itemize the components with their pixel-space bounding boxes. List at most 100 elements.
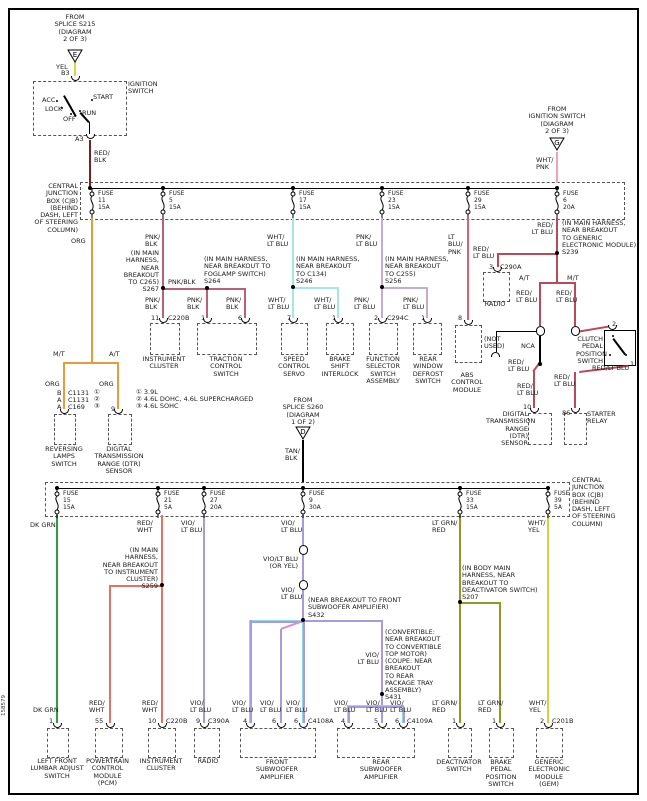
- front-subwoofer-box: [240, 728, 316, 758]
- wirecolor-org-1: ORG: [71, 237, 86, 245]
- wire-rear5-v: [381, 707, 383, 725]
- wirecolor-whtltblu-1: WHT/ LT BLU: [267, 233, 289, 249]
- pin-clutch-2: 2: [612, 320, 617, 328]
- rear-subwoofer-amplifier: REAR SUBWOOFER AMPLIFIER: [359, 758, 403, 781]
- legend-2: ② 4.6L DOHC, 4.6L SUPERCHARGED: [136, 395, 254, 403]
- pin-fss-2: 2: [374, 314, 379, 322]
- from-ignition-triangle: G: [549, 136, 565, 151]
- wirecolor-redblk: RED/ BLK: [94, 149, 110, 165]
- wire-redltblu-split: [539, 282, 576, 284]
- function-selector: FUNCTION SELECTOR SWITCH ASSEMBLY: [365, 355, 401, 385]
- connector-symbol-34: [399, 723, 408, 728]
- wirecolor-org-2: ORG: [45, 380, 60, 388]
- bus-top: [90, 188, 557, 189]
- deactivator-box: [448, 728, 472, 758]
- wire-pnkltblu-h: [381, 287, 428, 289]
- wirecolor-violtblu-1: VIO/ LT BLU: [181, 519, 203, 535]
- wire-pnkblk-d2: [206, 290, 208, 323]
- wirecolor-violtblu-4: VIO/ LT BLU: [357, 651, 379, 667]
- pin-pcm-55: 55: [95, 717, 104, 725]
- instrument-cluster-box-2: [148, 728, 176, 758]
- connector-symbol-14: [571, 408, 580, 413]
- junction-dot-17: [160, 583, 164, 587]
- pin-deact-1: 1: [452, 717, 457, 725]
- wirecolor-vio-or-yel: VIO/LT BLU (OR YEL): [263, 555, 298, 571]
- pin-abs-8: 8: [458, 314, 463, 322]
- wire-redwht-pcm: [109, 587, 111, 725]
- junction-dot-19: [380, 692, 384, 696]
- fuse-29-icon: [462, 188, 474, 218]
- instrument-cluster-2: INSTRUMENT CLUSTER: [139, 757, 183, 773]
- rear-window-defrost: REAR WINDOW DEFROST SWITCH: [412, 355, 444, 385]
- wirecolor-pnkblk-4: PNK/ BLK: [187, 296, 203, 312]
- splice-s267: (IN MAIN HARNESS, NEAR BREAKOUT TO C265)…: [123, 249, 159, 294]
- pin-tc-1: 1: [201, 314, 206, 322]
- splice-s215-triangle: E: [67, 48, 83, 63]
- wire-notused-v: [496, 332, 497, 352]
- pin-rsub-4: 4: [341, 717, 346, 725]
- contact-dot-3: [79, 110, 81, 112]
- wirecolor-tanblk: TAN/ BLK: [285, 447, 300, 463]
- pin-a3: A3: [75, 135, 84, 143]
- connector-symbol-0: [71, 76, 80, 81]
- connector-symbol-20: [299, 545, 308, 550]
- wire-redltblu-at2: [533, 371, 535, 411]
- wirecolor-rsub-2: VIO/ LT BLU: [366, 699, 388, 715]
- connector-symbol-10: [493, 267, 502, 272]
- fuse-33-label: FUSE 33 15A: [466, 490, 482, 511]
- connector-symbol-9: [464, 320, 473, 325]
- cjb-top: CENTRAL JUNCTION BOX (CJB) (BEHIND DASH,…: [34, 182, 78, 234]
- svg-text:D: D: [300, 428, 305, 436]
- connector-symbol-31: [299, 723, 308, 728]
- branch-mt-right: M/T: [567, 274, 579, 282]
- conn-c220b-bot: C220B: [166, 717, 188, 725]
- wire-violtblu-f9b: [302, 552, 304, 580]
- conn-row-1: C1131: [68, 389, 90, 397]
- wire-rear4-v: [347, 707, 350, 725]
- pin-fsub-6b: 6: [294, 717, 299, 725]
- contact-dot-0: [56, 100, 58, 102]
- contact-dot-4: [91, 99, 93, 101]
- connector-symbol-3: [203, 318, 212, 323]
- conn-c4108a: C4108A: [308, 717, 334, 725]
- pos-run: RUN: [82, 109, 97, 117]
- deactivator-switch: DEACTIVATOR SWITCH: [436, 758, 482, 774]
- lumbar-box: [47, 728, 69, 758]
- wirecolor-fsub-3: VIO/ LT BLU: [286, 699, 308, 715]
- fuse-23-icon: [376, 188, 388, 218]
- wire-s431-h: [347, 705, 404, 708]
- wirecolor-pnkblk-3: PNK/ BLK: [145, 296, 161, 312]
- wire-pnkblk-d3: [244, 290, 246, 323]
- connector-symbol-36: [496, 723, 505, 728]
- wire-pnkltblu-main: [381, 218, 383, 289]
- wirecolor-ltgrnred-3: LT GRN/ RED: [478, 699, 504, 715]
- lumbar-switch: LEFT FRONT LUMBAR ADJUST SWITCH: [30, 757, 84, 780]
- circ-row-1: ①: [94, 388, 100, 396]
- branch-at-left: A/T: [109, 350, 120, 358]
- connector-symbol-24: [491, 352, 500, 357]
- conn-c390a: C390A: [208, 717, 230, 725]
- pin-bsi-1: 1: [332, 314, 337, 322]
- speed-control-servo-box: [281, 323, 308, 355]
- brake-shift-interlock-box: [326, 323, 354, 355]
- dtr-sensor-box-2: [528, 413, 552, 445]
- bpp-box: [489, 728, 514, 758]
- sheet-number: 158579: [1, 695, 7, 716]
- cjb-top-box: [80, 182, 625, 220]
- wirecolor-pnkltblu-2: PNK/ LT BLU: [354, 296, 376, 312]
- wire-whtltblu-d1: [292, 289, 294, 323]
- fuse-27-label: FUSE 27 20A: [210, 490, 226, 511]
- fuse-21-label: FUSE 21 5A: [164, 490, 180, 511]
- circ-row-2: ②: [94, 395, 100, 403]
- wire-sub-mid-v: [280, 629, 282, 725]
- pin-row-1: B: [57, 389, 62, 397]
- connector-symbol-28: [200, 723, 209, 728]
- radio-box-1: [483, 272, 510, 302]
- wirecolor-violtblu-2: VIO/ LT BLU: [281, 519, 303, 535]
- legend-3: ③ 4.6L SOHC: [136, 402, 179, 410]
- wirecolor-redltblu-at1: RED/ LT BLU: [516, 289, 538, 305]
- wire-ltblupnk: [467, 218, 469, 322]
- reversing-lamps: REVERSING LAMPS SWITCH: [45, 445, 83, 468]
- fuse-23-label: FUSE 23 15A: [388, 190, 404, 211]
- contact-dot-2: [70, 113, 72, 115]
